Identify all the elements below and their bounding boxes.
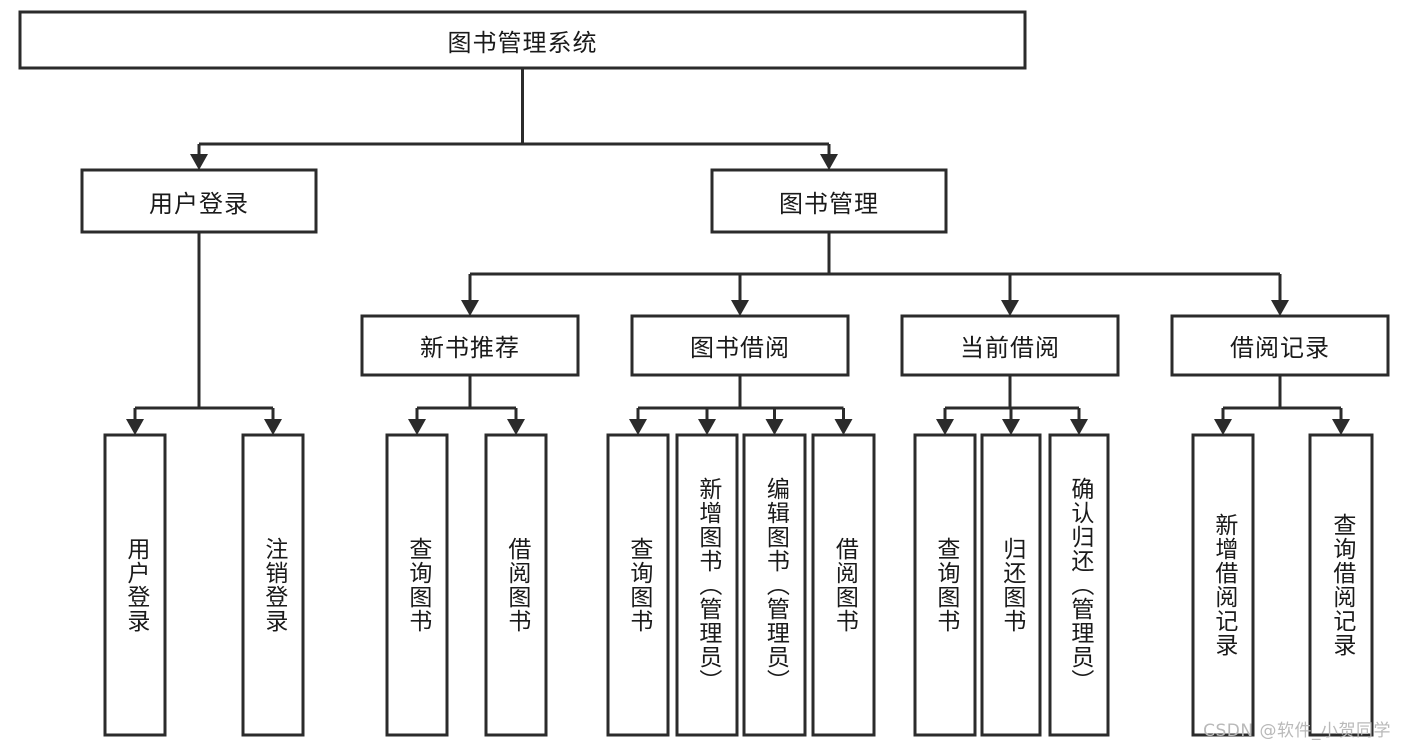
arrow-head-icon <box>731 300 749 316</box>
node-box-leaf11[interactable] <box>1048 433 1110 737</box>
arrow-head-icon <box>1214 419 1232 435</box>
arrow-head-icon <box>765 419 784 435</box>
node-box-l2d[interactable] <box>1170 314 1390 377</box>
arrow-head-icon <box>461 300 479 316</box>
node-box-leaf9[interactable] <box>913 433 977 737</box>
node-box-leaf3[interactable] <box>385 433 449 737</box>
node-box-leaf6[interactable] <box>675 433 739 737</box>
arrow-head-icon <box>820 154 838 170</box>
arrow-head-icon <box>1332 419 1350 435</box>
arrow-head-icon <box>1070 419 1088 435</box>
arrow-head-icon <box>698 419 716 435</box>
node-box-leaf10[interactable] <box>980 433 1042 737</box>
node-box-leaf7[interactable] <box>742 433 807 737</box>
arrow-head-icon <box>264 419 282 435</box>
node-box-leaf8[interactable] <box>811 433 876 737</box>
arrow-head-icon <box>834 419 853 435</box>
arrow-head-icon <box>126 419 144 435</box>
arrow-head-icon <box>936 419 954 435</box>
arrow-head-icon <box>1271 300 1289 316</box>
arrow-head-icon <box>408 419 426 435</box>
nodes-layer <box>18 10 1390 737</box>
node-box-l2c[interactable] <box>900 314 1120 377</box>
node-box-leaf2[interactable] <box>241 433 305 737</box>
arrow-head-icon <box>629 419 647 435</box>
arrow-head-icon <box>1002 419 1020 435</box>
node-box-l2b[interactable] <box>630 314 850 377</box>
node-box-l1a[interactable] <box>80 168 318 234</box>
edges-layer <box>126 68 1350 435</box>
node-box-l2a[interactable] <box>360 314 580 377</box>
node-box-root[interactable] <box>18 10 1027 70</box>
arrow-head-icon <box>507 419 525 435</box>
node-box-leaf1[interactable] <box>103 433 167 737</box>
arrow-head-icon <box>1001 300 1019 316</box>
node-box-leaf12[interactable] <box>1191 433 1255 737</box>
node-box-leaf5[interactable] <box>606 433 670 737</box>
node-box-l1b[interactable] <box>710 168 948 234</box>
watermark-text: CSDN @软件_小贺同学 <box>1203 721 1391 741</box>
node-box-leaf13[interactable] <box>1308 433 1374 737</box>
node-box-leaf4[interactable] <box>484 433 548 737</box>
arrow-head-icon <box>190 154 208 170</box>
